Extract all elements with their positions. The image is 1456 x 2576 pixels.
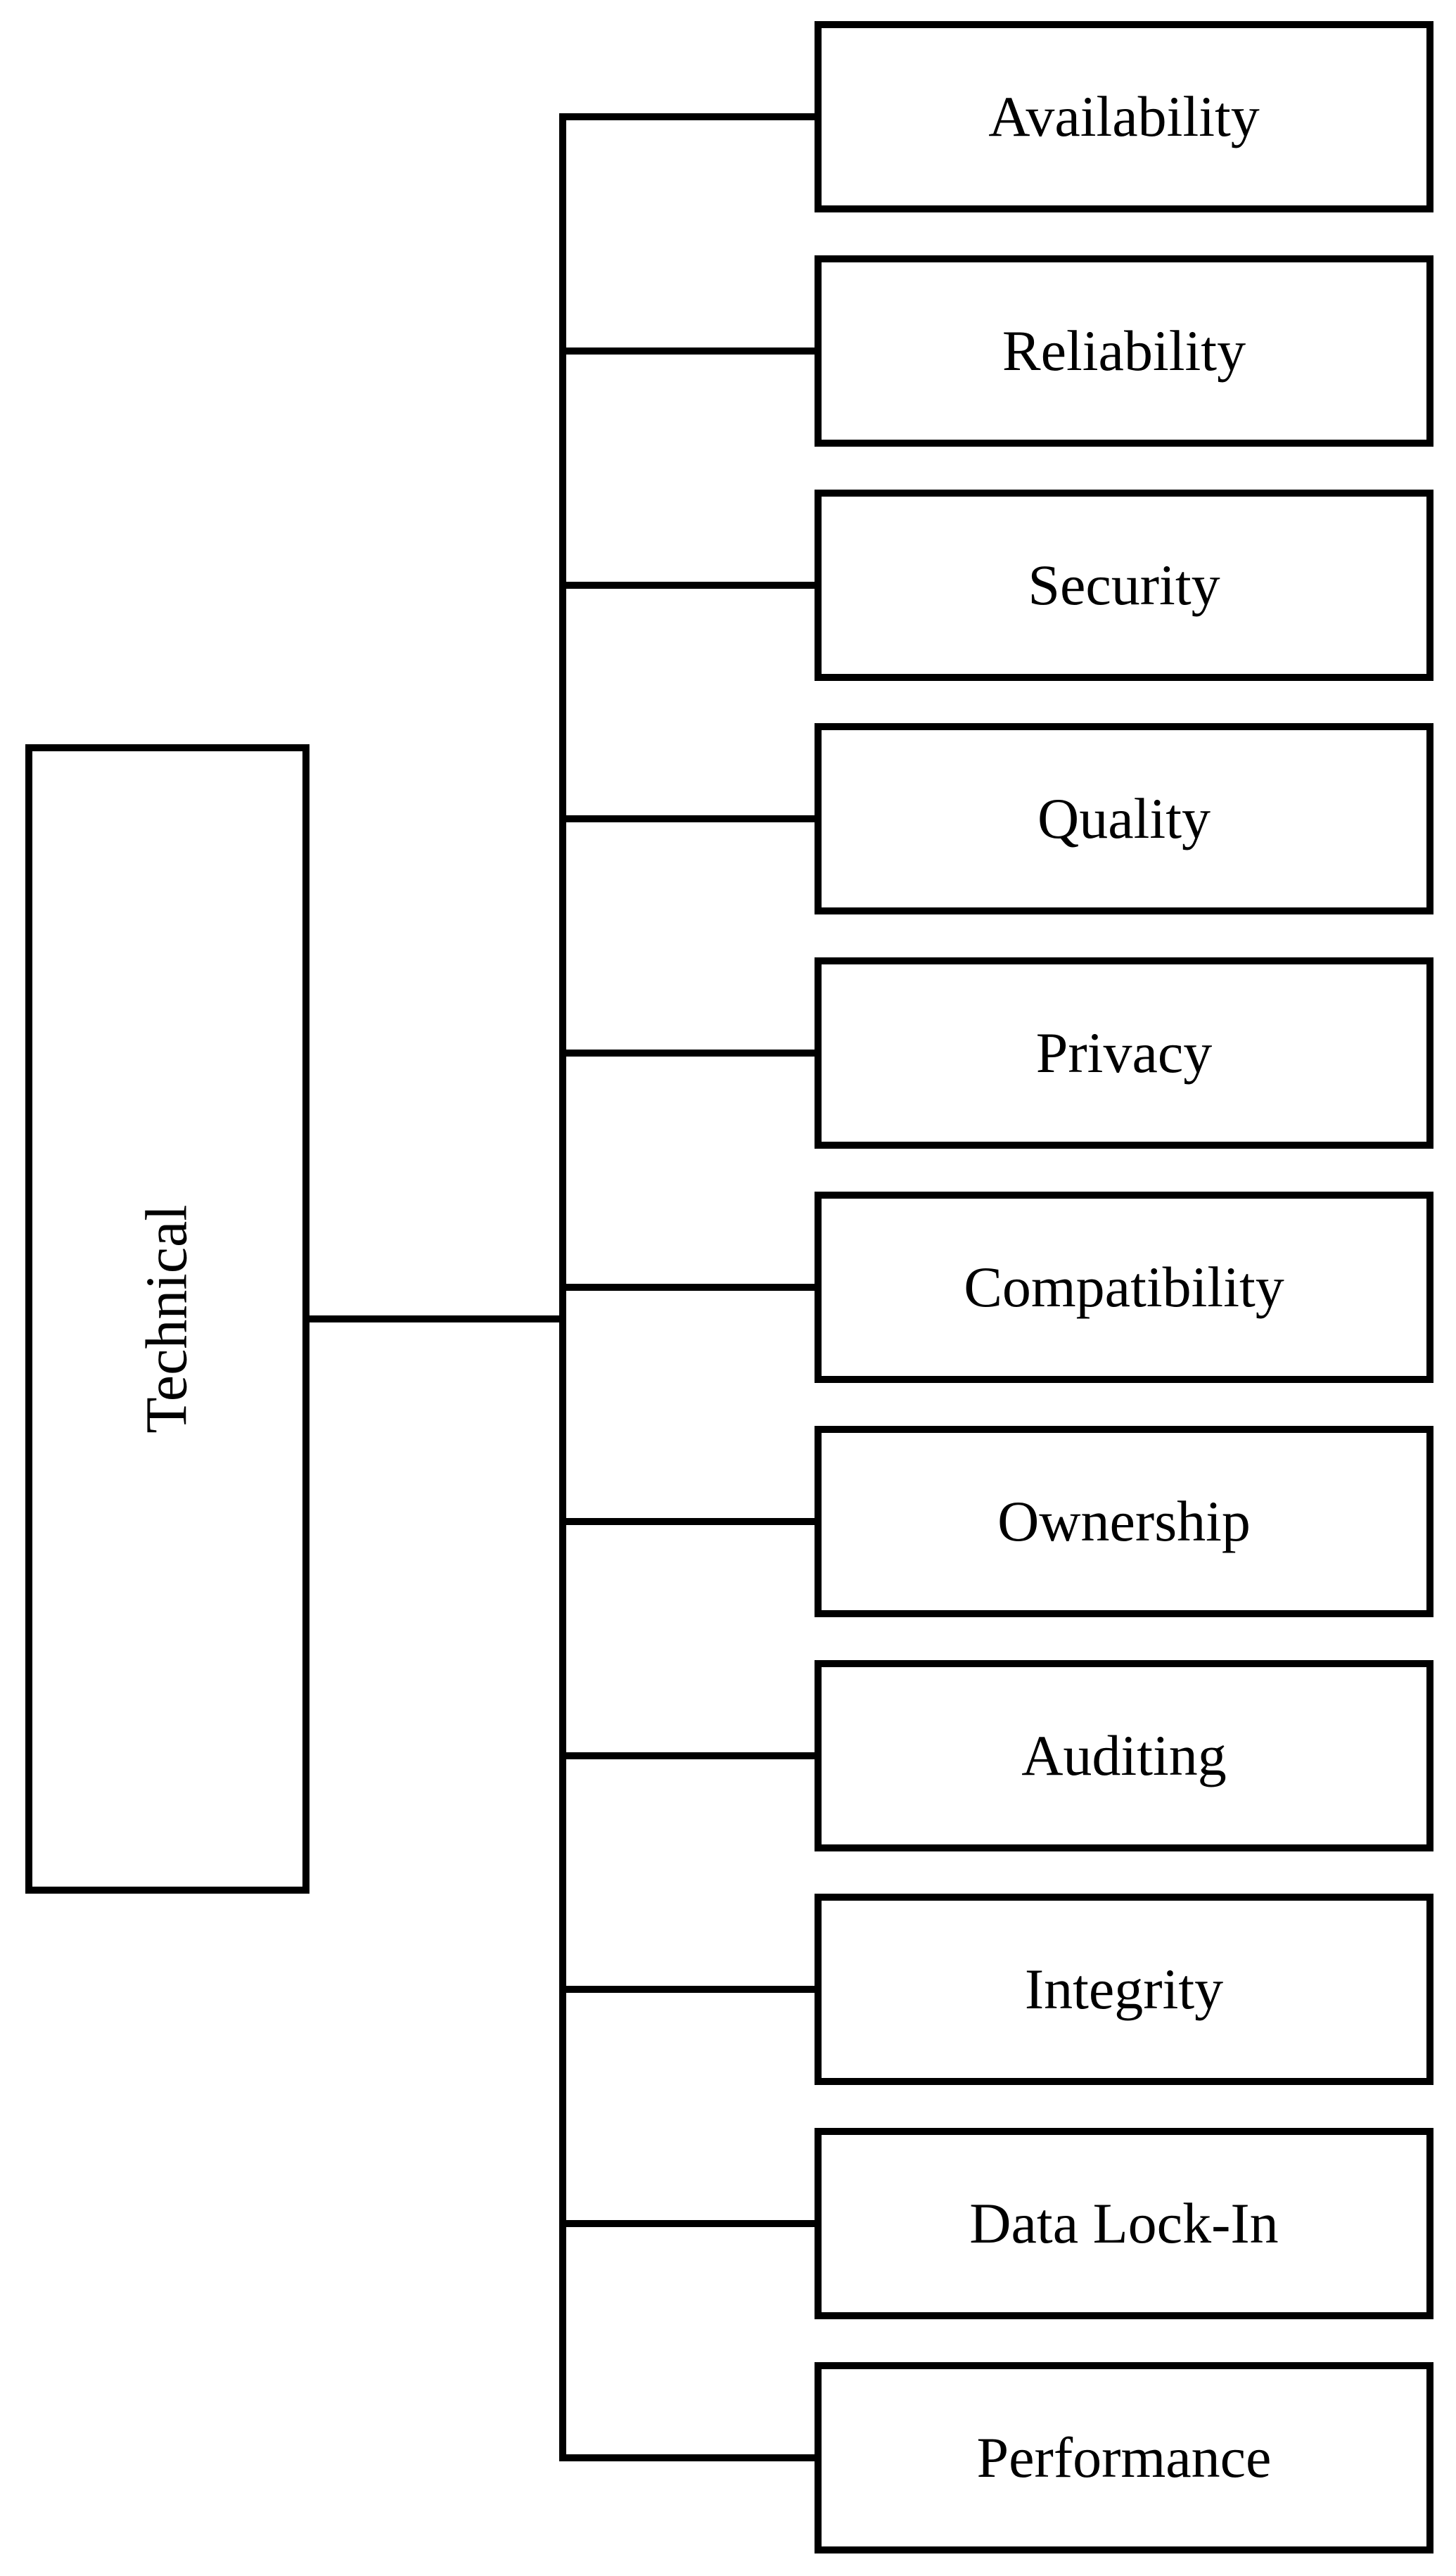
node-quality-label: Quality: [1037, 786, 1211, 850]
node-quality: Quality: [815, 723, 1433, 914]
node-ownership: Ownership: [815, 1426, 1433, 1617]
node-availability: Availability: [815, 21, 1433, 212]
node-auditing-label: Auditing: [1021, 1723, 1227, 1787]
connector-quality: [559, 815, 819, 822]
node-security: Security: [815, 490, 1433, 681]
node-security-label: Security: [1028, 553, 1220, 617]
connector-reliability: [559, 347, 819, 355]
node-ownership-label: Ownership: [997, 1489, 1251, 1553]
node-privacy: Privacy: [815, 957, 1433, 1149]
node-technical-label: Technical: [134, 1204, 200, 1434]
node-integrity: Integrity: [815, 1894, 1433, 2085]
node-compatibility-label: Compatibility: [964, 1255, 1284, 1319]
node-compatibility: Compatibility: [815, 1192, 1433, 1383]
node-reliability: Reliability: [815, 255, 1433, 447]
connector-compatibility: [559, 1284, 819, 1291]
node-availability-label: Availability: [988, 84, 1260, 148]
connector-root-to-spine: [302, 1315, 566, 1322]
connector-performance: [559, 2454, 819, 2461]
node-technical: Technical: [25, 744, 309, 1894]
node-reliability-label: Reliability: [1002, 319, 1246, 383]
connector-auditing: [559, 1752, 819, 1759]
node-performance-label: Performance: [976, 2425, 1272, 2489]
node-privacy-label: Privacy: [1035, 1021, 1213, 1085]
node-performance: Performance: [815, 2362, 1433, 2553]
node-data-lock-in-label: Data Lock-In: [969, 2191, 1279, 2255]
connector-integrity: [559, 1986, 819, 1993]
node-data-lock-in: Data Lock-In: [815, 2128, 1433, 2319]
connector-data-lock-in: [559, 2220, 819, 2227]
node-auditing: Auditing: [815, 1660, 1433, 1851]
connector-privacy: [559, 1050, 819, 1057]
connector-availability: [559, 113, 819, 120]
connector-ownership: [559, 1518, 819, 1525]
node-integrity-label: Integrity: [1024, 1957, 1224, 2021]
connector-security: [559, 582, 819, 589]
